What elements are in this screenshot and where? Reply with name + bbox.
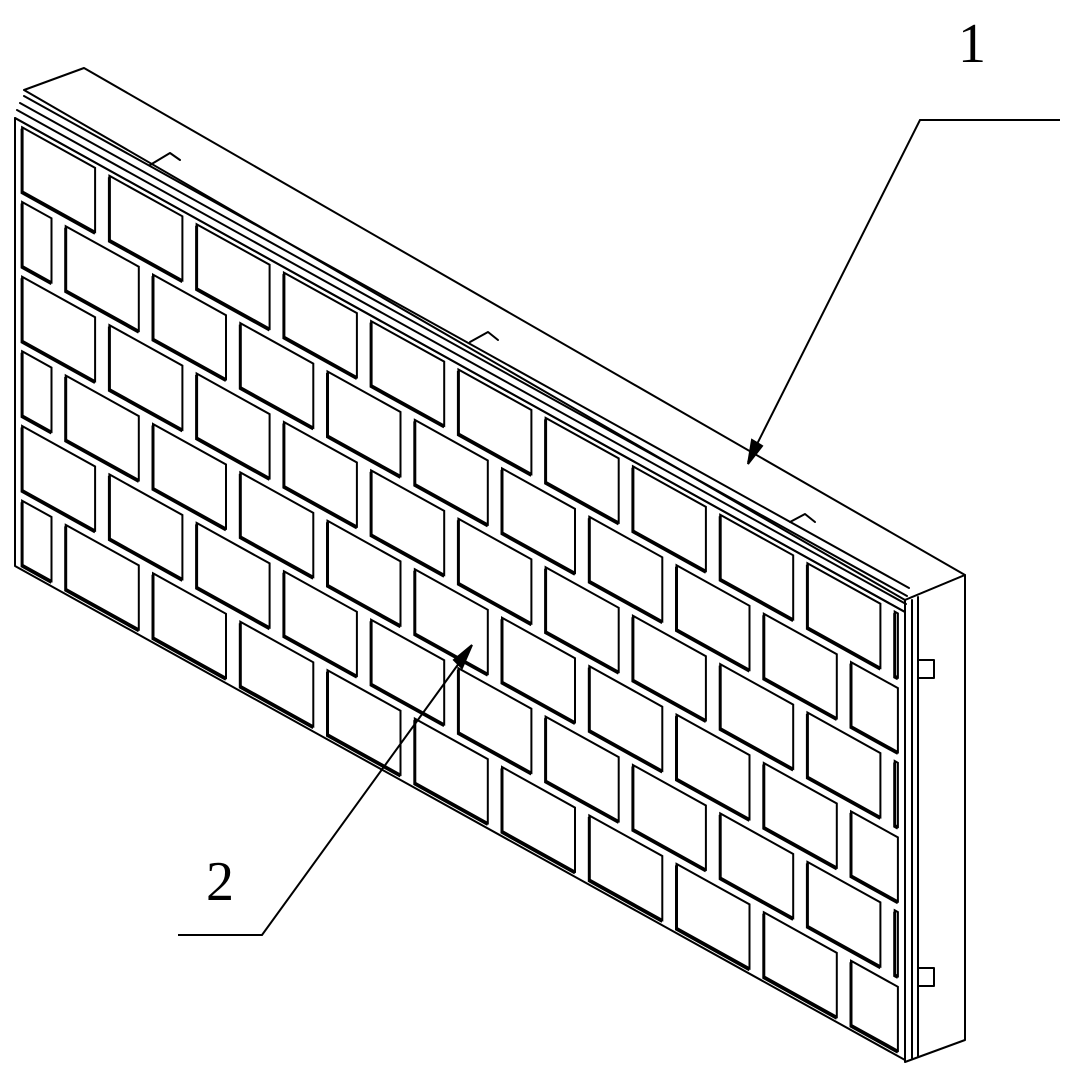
brick-shadow: [195, 375, 271, 481]
brick-shadow: [893, 762, 899, 830]
brick-shadow: [631, 617, 707, 723]
brick-shadow: [20, 427, 96, 534]
brick-shadow: [718, 814, 794, 921]
brick-shadow: [500, 768, 576, 875]
brick-shadow: [631, 467, 707, 574]
brick-shadow: [456, 669, 533, 776]
callouts: [178, 119, 1060, 936]
brick-shadow: [20, 502, 53, 584]
edge-layer-1: [23, 95, 910, 589]
brick-shadow: [500, 619, 576, 725]
brick-shadow: [20, 278, 96, 384]
brick-shadow: [64, 377, 140, 483]
brick-shadow: [587, 667, 664, 774]
brick-pattern: [20, 125, 899, 1054]
brick-shadow: [631, 766, 707, 873]
brick-shadow: [326, 522, 402, 629]
brick-shadow: [107, 475, 184, 582]
brick-shadow: [849, 663, 899, 755]
brick-shadow: [500, 469, 576, 576]
callout-2-arrowhead: [452, 644, 473, 670]
brick-shadow: [238, 623, 315, 730]
brick-shadow: [369, 621, 445, 728]
facing-front-face: [14, 117, 906, 1061]
brick-shadow: [107, 177, 184, 284]
top-notch-2: [469, 331, 499, 343]
brick-shadow: [718, 516, 794, 623]
brick-shadow: [675, 566, 751, 673]
brick-shadow: [195, 524, 271, 631]
top-notch-3: [789, 513, 816, 523]
brick-shadow: [20, 203, 53, 286]
brick-shadow: [805, 564, 882, 671]
callout-1-arrowhead: [747, 438, 764, 465]
callout-2-leader: [178, 647, 471, 936]
brick-shadow: [282, 274, 358, 380]
brick-shadow: [762, 615, 838, 721]
brick-shadow: [151, 425, 227, 532]
brick-shadow: [238, 473, 315, 580]
brick-shadow: [20, 352, 53, 435]
brick-shadow: [544, 419, 620, 526]
callout-1-leader: [747, 119, 1060, 463]
brick-shadow: [587, 518, 664, 625]
brick-shadow: [849, 812, 899, 905]
brick-shadow: [762, 764, 838, 871]
edge-layer-4: [14, 117, 906, 613]
brick-shadow: [107, 326, 184, 433]
side-notch-1: [917, 659, 935, 679]
brick-shadow: [282, 572, 358, 679]
brick-shadow: [238, 324, 315, 431]
brick-shadow: [893, 911, 899, 979]
block-right-face: [904, 574, 966, 1063]
callout-2-label: 2: [206, 851, 234, 913]
brick-shadow: [587, 817, 664, 923]
brick-shadow: [805, 863, 882, 970]
brick-shadow: [544, 718, 620, 824]
brick-shadow: [413, 720, 489, 826]
brick-shadow: [675, 865, 751, 972]
brick-shadow: [456, 371, 533, 477]
brick-shadow: [413, 421, 489, 528]
callout-1-label: 1: [958, 13, 986, 75]
brick-shadow: [456, 520, 533, 627]
brick-shadow: [762, 913, 838, 1020]
brick-shadow: [718, 665, 794, 772]
brick-shadow: [151, 574, 227, 681]
edge-layer-2: [19, 102, 908, 597]
brick-shadow: [544, 568, 620, 675]
brick-shadow: [195, 225, 271, 332]
brick-shadow: [326, 373, 402, 479]
brick-shadow: [893, 613, 899, 681]
brick-shadow: [675, 716, 751, 822]
brick-shadow: [20, 128, 96, 235]
brick-shadow: [64, 526, 140, 633]
brick-shadow: [805, 714, 882, 820]
side-notch-2: [917, 967, 935, 987]
brick-shadow: [369, 471, 445, 578]
panel-body: [14, 67, 966, 1063]
edge-layer-3: [16, 109, 907, 605]
brick-shadow: [369, 322, 445, 429]
top-notch-1: [149, 152, 181, 166]
brick-shadow: [151, 276, 227, 382]
brick-shadow: [849, 962, 899, 1054]
brick-shadow: [282, 423, 358, 530]
brick-shadow: [64, 227, 140, 334]
brick-shadow: [326, 671, 402, 778]
